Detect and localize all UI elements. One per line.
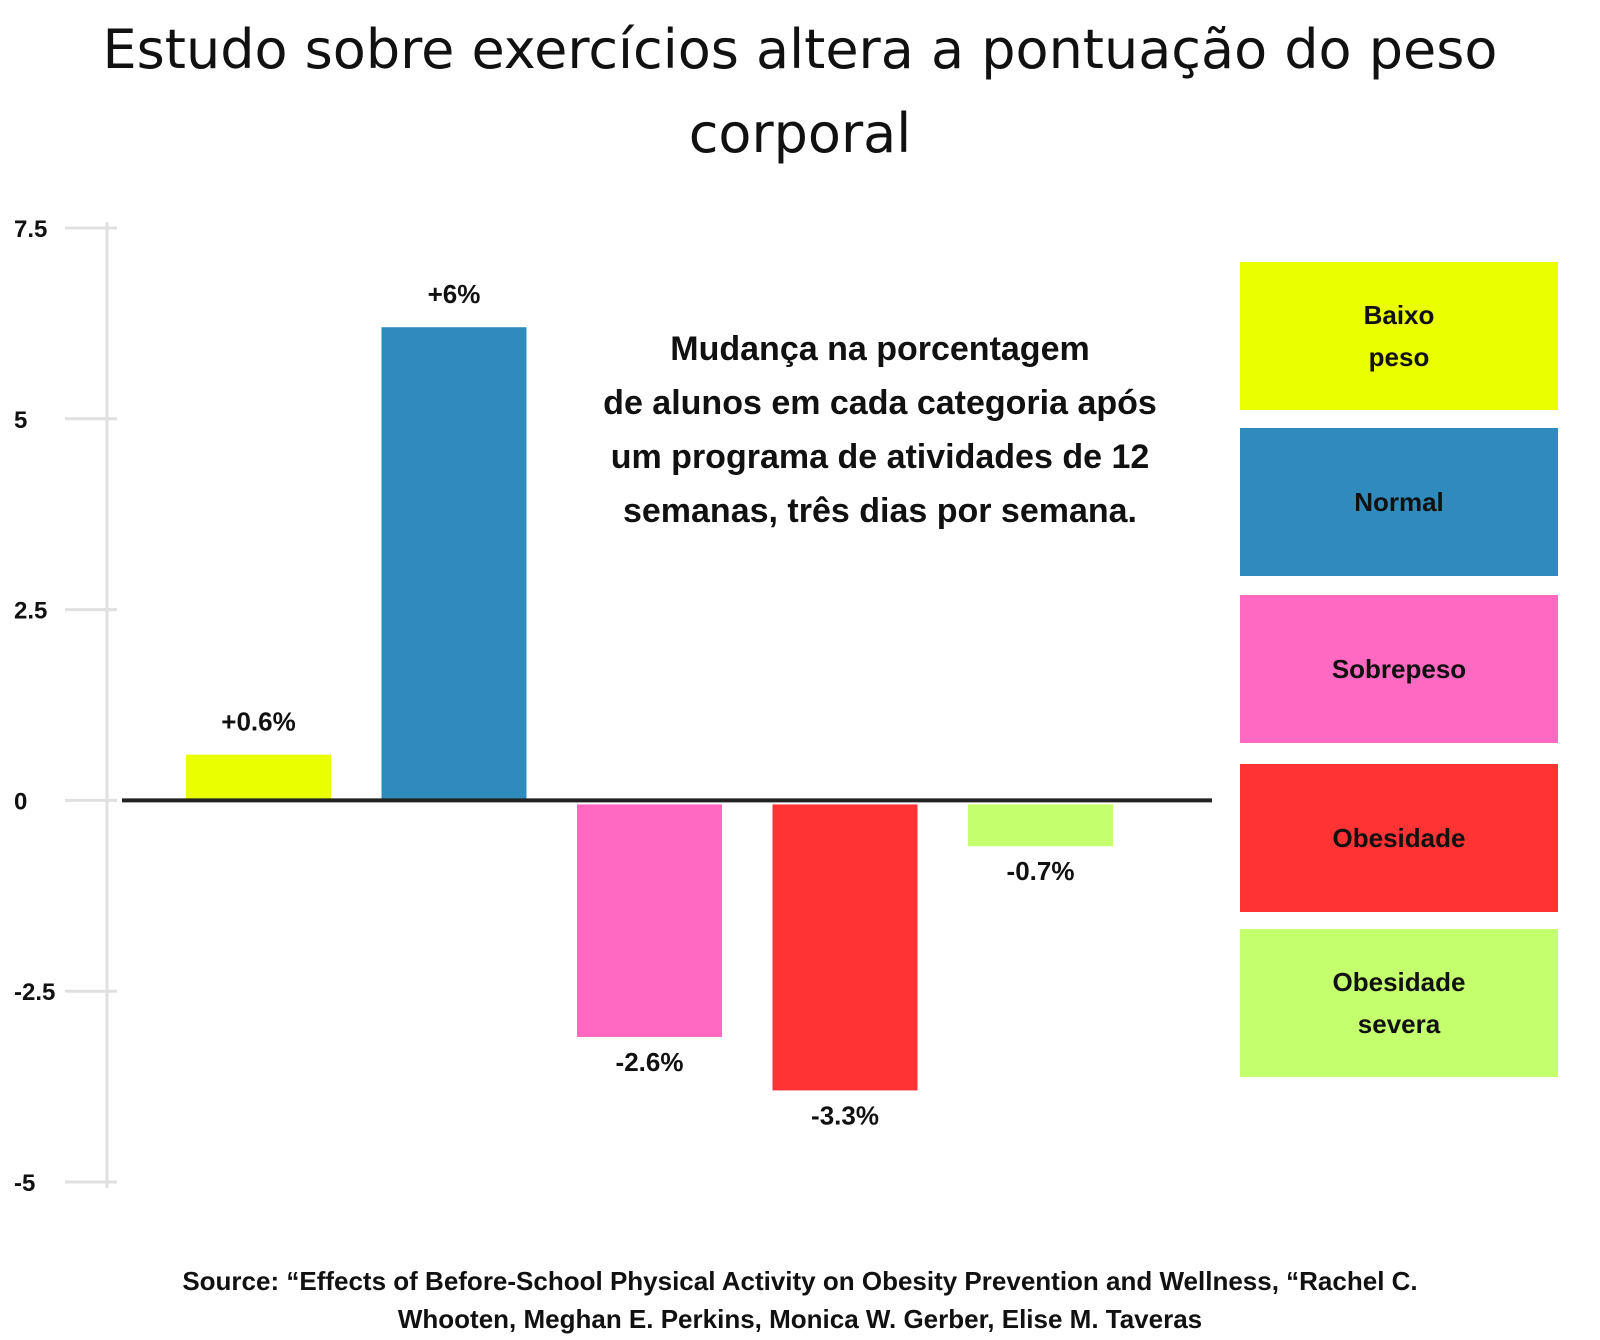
y-axis-ticks: 7.5 5 2.5 0 -2.5 -5 bbox=[14, 216, 117, 1197]
legend-swatch bbox=[1240, 428, 1558, 576]
bar bbox=[186, 754, 331, 801]
bars bbox=[186, 327, 1113, 1091]
y-tick-label: 2.5 bbox=[14, 598, 47, 625]
legend-label: Obesidade bbox=[1333, 967, 1466, 997]
bar bbox=[381, 327, 527, 801]
legend-swatch bbox=[1240, 262, 1558, 410]
source-line-2: Whooten, Meghan E. Perkins, Monica W. Ge… bbox=[397, 1304, 1203, 1334]
y-tick-label: 5 bbox=[14, 407, 27, 434]
legend: BaixopesoNormalSobrepesoObesidadeObesida… bbox=[1240, 262, 1558, 1077]
bar bbox=[772, 804, 918, 1091]
legend-label: Obesidade bbox=[1333, 823, 1466, 853]
data-label: +6% bbox=[428, 279, 481, 309]
source-line-1: Source: “Effects of Before-School Physic… bbox=[182, 1266, 1418, 1296]
y-tick-label: 7.5 bbox=[14, 216, 47, 243]
legend-label: peso bbox=[1369, 342, 1430, 372]
legend-swatch bbox=[1240, 929, 1558, 1077]
annotation-line: um programa de atividades de 12 bbox=[611, 438, 1150, 476]
annotation-line: semanas, três dias por semana. bbox=[623, 492, 1137, 530]
source-citation: Source: “Effects of Before-School Physic… bbox=[0, 1262, 1600, 1338]
legend-swatch bbox=[1240, 595, 1558, 743]
data-label: +0.6% bbox=[221, 707, 295, 737]
annotation-line: Mudança na porcentagem bbox=[670, 330, 1089, 368]
legend-label: severa bbox=[1358, 1009, 1441, 1039]
data-label: -2.6% bbox=[616, 1047, 684, 1077]
data-label: -0.7% bbox=[1007, 856, 1075, 886]
y-tick-label: 0 bbox=[14, 788, 27, 815]
data-labels: +0.6% +6% -2.6% -3.3% -0.7% bbox=[221, 279, 1074, 1130]
legend-label: Normal bbox=[1354, 487, 1444, 517]
legend-label: Baixo bbox=[1364, 300, 1435, 330]
legend-swatch bbox=[1240, 764, 1558, 912]
y-tick-label: -2.5 bbox=[14, 979, 55, 1006]
annotation-line: de alunos em cada categoria após bbox=[603, 384, 1157, 422]
bar bbox=[577, 804, 722, 1037]
chart-annotation: Mudança na porcentagem de alunos em cada … bbox=[603, 330, 1157, 530]
y-tick-label: -5 bbox=[14, 1170, 35, 1197]
legend-label: Sobrepeso bbox=[1332, 654, 1466, 684]
chart-title: Estudo sobre exercícios altera a pontuaç… bbox=[102, 18, 1498, 165]
bar bbox=[968, 804, 1113, 847]
bar-chart: 7.5 5 2.5 0 -2.5 -5 +0.6% +6% -2.6% -3.3% -0.7% M… bbox=[14, 216, 1558, 1197]
data-label: -3.3% bbox=[811, 1100, 879, 1130]
